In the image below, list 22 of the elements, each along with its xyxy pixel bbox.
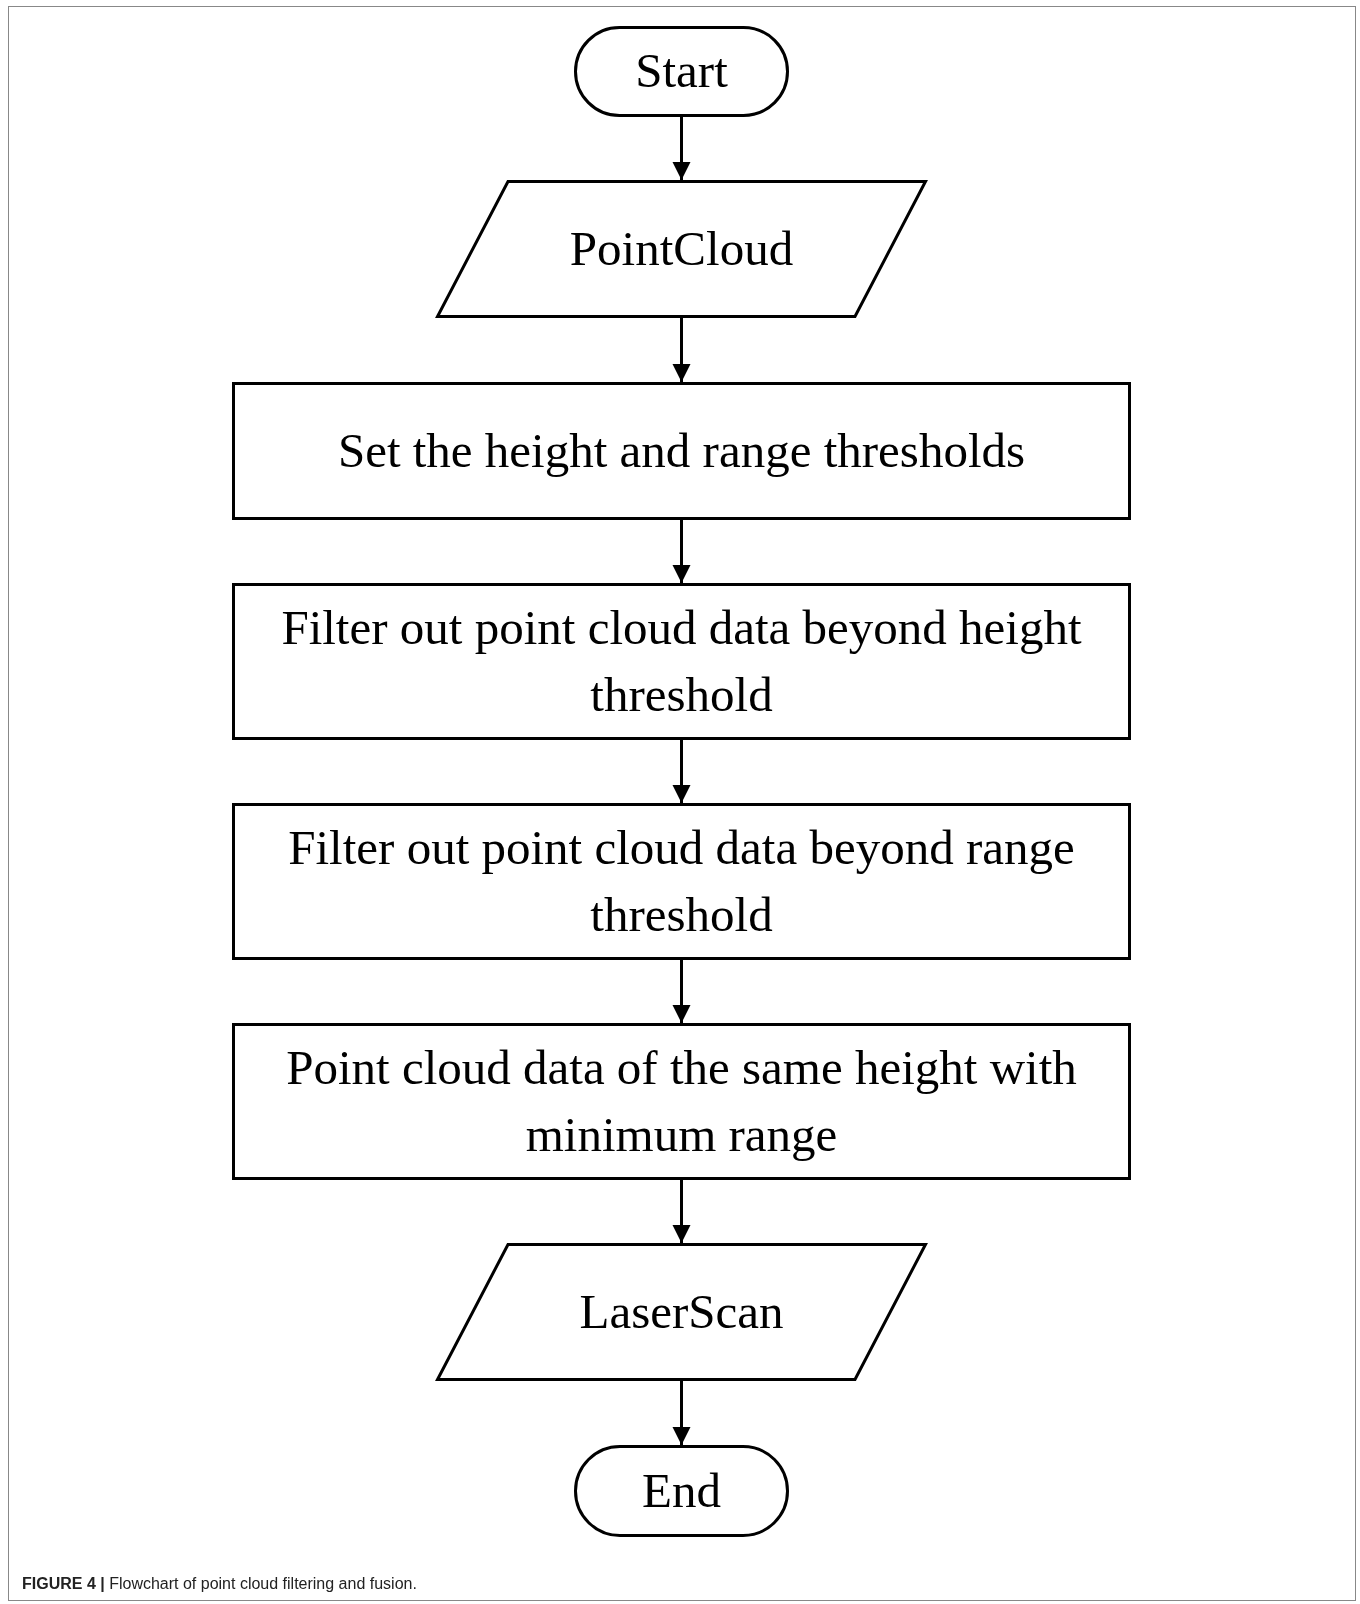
- arrow: [672, 318, 691, 382]
- node-text: Set the height and range thresholds: [337, 421, 1026, 480]
- arrow: [672, 960, 691, 1023]
- input-output-parallelogram: [436, 180, 927, 318]
- arrow: [672, 117, 691, 180]
- node-text: Filter out point cloud data beyond height threshold: [280, 599, 1083, 724]
- node-text: End: [642, 1461, 721, 1520]
- input-output-parallelogram: [436, 1243, 927, 1381]
- node-text: Start: [635, 42, 728, 101]
- process-box: [232, 382, 1131, 520]
- arrow: [672, 1381, 691, 1445]
- node-text: Filter out point cloud data beyond range threshold: [287, 819, 1076, 944]
- process-box: [232, 803, 1131, 960]
- arrow: [672, 520, 691, 583]
- arrow: [672, 1180, 691, 1243]
- process-box: [232, 583, 1131, 740]
- figure-caption: FIGURE 4 | Flowchart of point cloud filtering and fusion.: [22, 1575, 417, 1593]
- process-box: [232, 1023, 1131, 1180]
- arrow: [672, 740, 691, 803]
- node-text: LaserScan: [579, 1282, 784, 1341]
- node-text: PointCloud: [569, 219, 794, 278]
- node-text: Point cloud data of the same height with minimum range: [285, 1039, 1078, 1164]
